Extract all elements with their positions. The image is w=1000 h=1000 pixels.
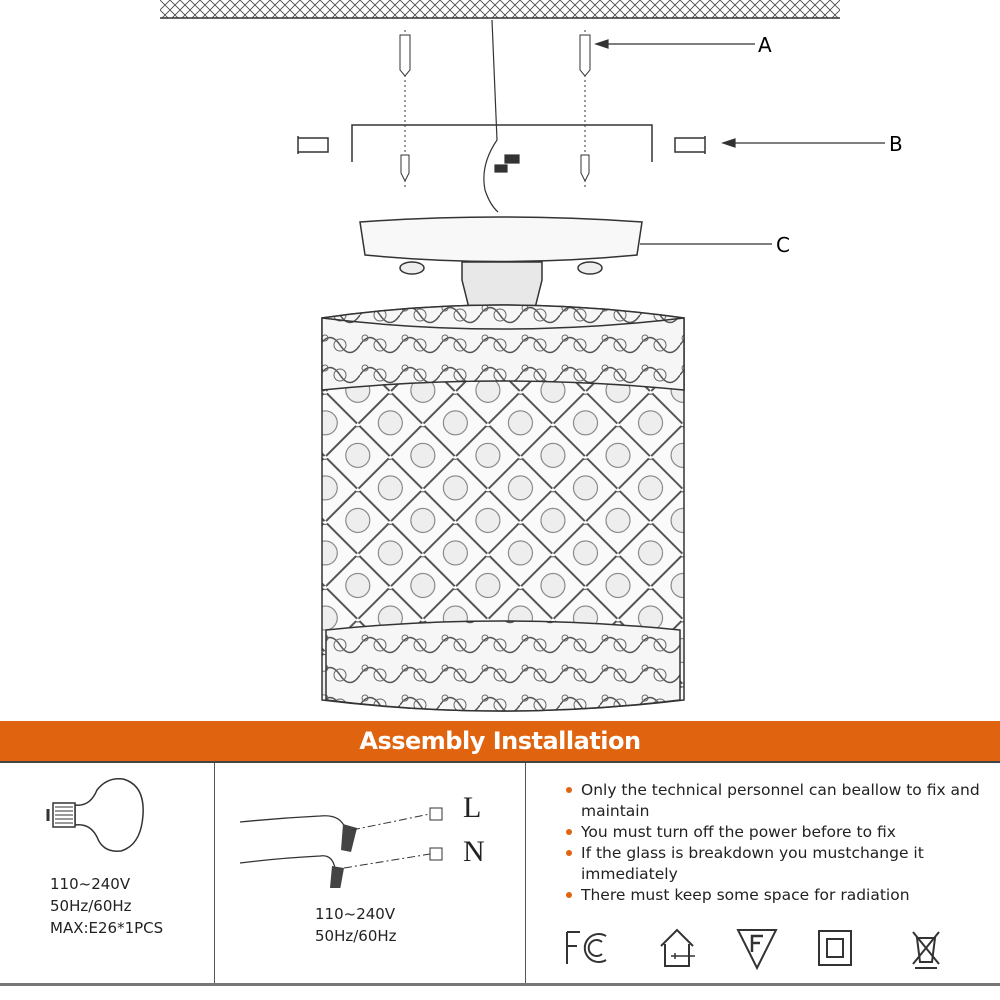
bottom-divider	[0, 983, 1000, 986]
note-item: You must turn off the power before to fi…	[566, 822, 991, 843]
power-cord	[483, 19, 520, 213]
anchor-screws	[399, 30, 591, 190]
note-item: There must keep some space for radiation	[566, 885, 991, 906]
f-mark-icon	[736, 929, 778, 970]
wiring-specs: 110~240V 50Hz/60Hz	[315, 903, 397, 947]
label-c: C	[776, 233, 790, 257]
terminal-live: L	[463, 791, 482, 824]
bulb-max: MAX:E26*1PCS	[50, 919, 164, 937]
callout-lines	[594, 39, 885, 245]
crystal-shade	[321, 304, 685, 712]
bulb-panel: 110~240V 50Hz/60Hz MAX:E26*1PCS	[0, 763, 215, 983]
notes-panel: Only the technical personnel can beallow…	[526, 763, 1000, 983]
bulb-specs: 110~240V 50Hz/60Hz MAX:E26*1PCS	[50, 873, 163, 939]
banner-title: Assembly Installation	[359, 727, 641, 755]
mounting-bracket	[297, 124, 706, 162]
installation-diagram: A B C	[160, 0, 903, 712]
certification-icons	[564, 928, 984, 973]
weee-bin-icon	[912, 931, 940, 969]
wiring-frequency: 50Hz/60Hz	[315, 927, 397, 945]
label-b: B	[889, 132, 903, 156]
indoor-use-icon	[660, 928, 695, 967]
double-insulation-icon	[818, 930, 852, 966]
note-item: Only the technical personnel can beallow…	[566, 780, 991, 822]
ceiling	[160, 0, 840, 19]
wiring-voltage: 110~240V	[315, 905, 396, 923]
wiring-panel: L N 110~240V 50Hz/60Hz	[215, 763, 526, 983]
section-banner: Assembly Installation	[0, 721, 1000, 763]
terminal-neutral: N	[463, 835, 485, 868]
label-a: A	[758, 33, 772, 57]
fcc-icon	[566, 931, 607, 964]
safety-notes: Only the technical personnel can beallow…	[566, 780, 991, 906]
bulb-voltage: 110~240V	[50, 875, 131, 893]
wiring-diagram	[240, 807, 443, 888]
note-item: If the glass is breakdown you mustchange…	[566, 843, 991, 885]
bulb-icon	[46, 777, 144, 852]
bulb-frequency: 50Hz/60Hz	[50, 897, 132, 915]
